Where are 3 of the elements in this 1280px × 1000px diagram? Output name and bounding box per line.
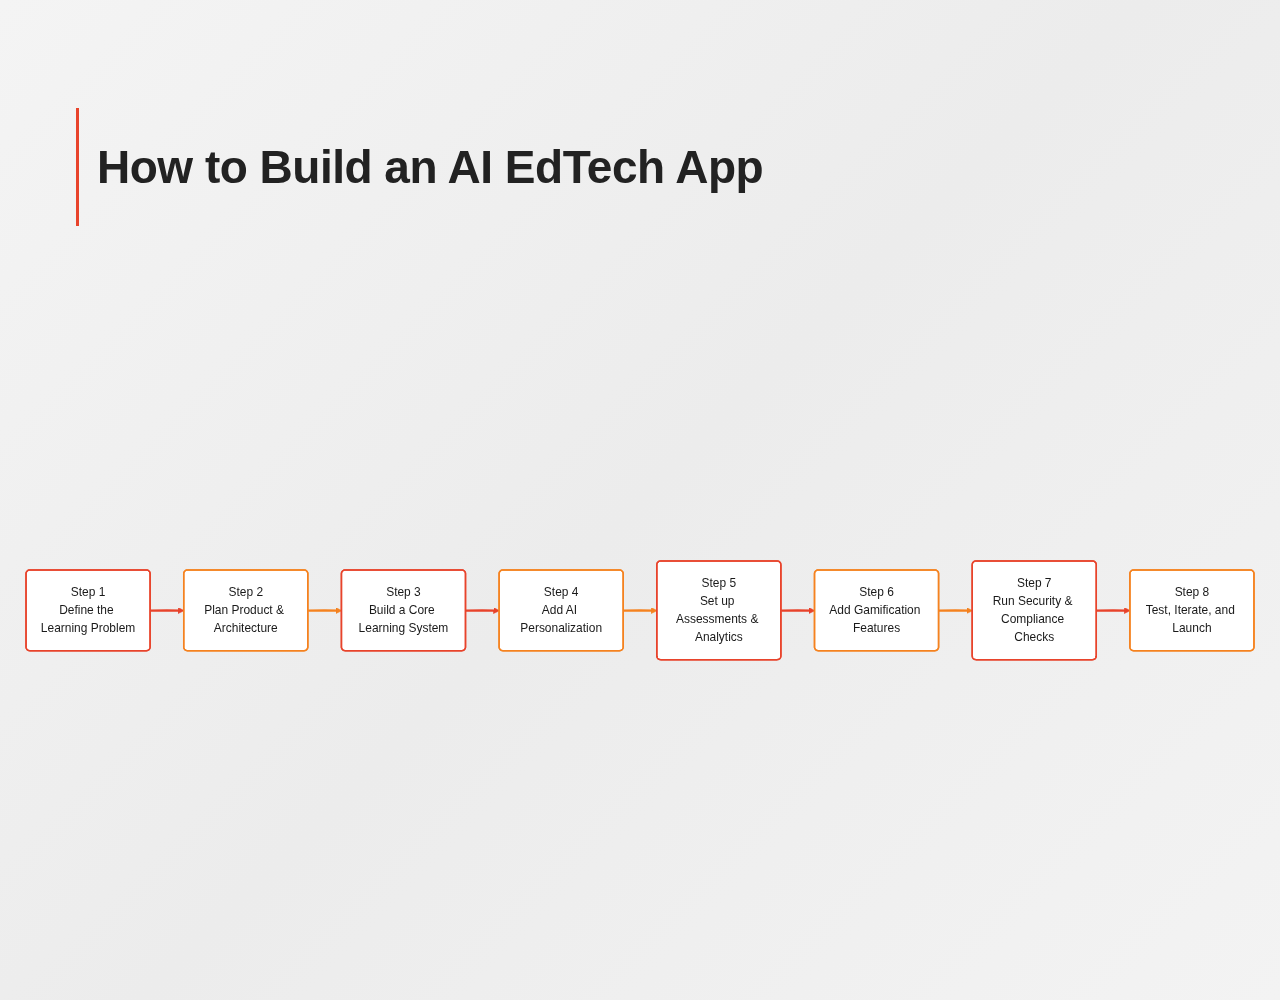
arrow — [465, 606, 500, 614]
arrow — [938, 606, 973, 614]
diagram-title: How to Build an AI EdTech App — [97, 140, 764, 194]
